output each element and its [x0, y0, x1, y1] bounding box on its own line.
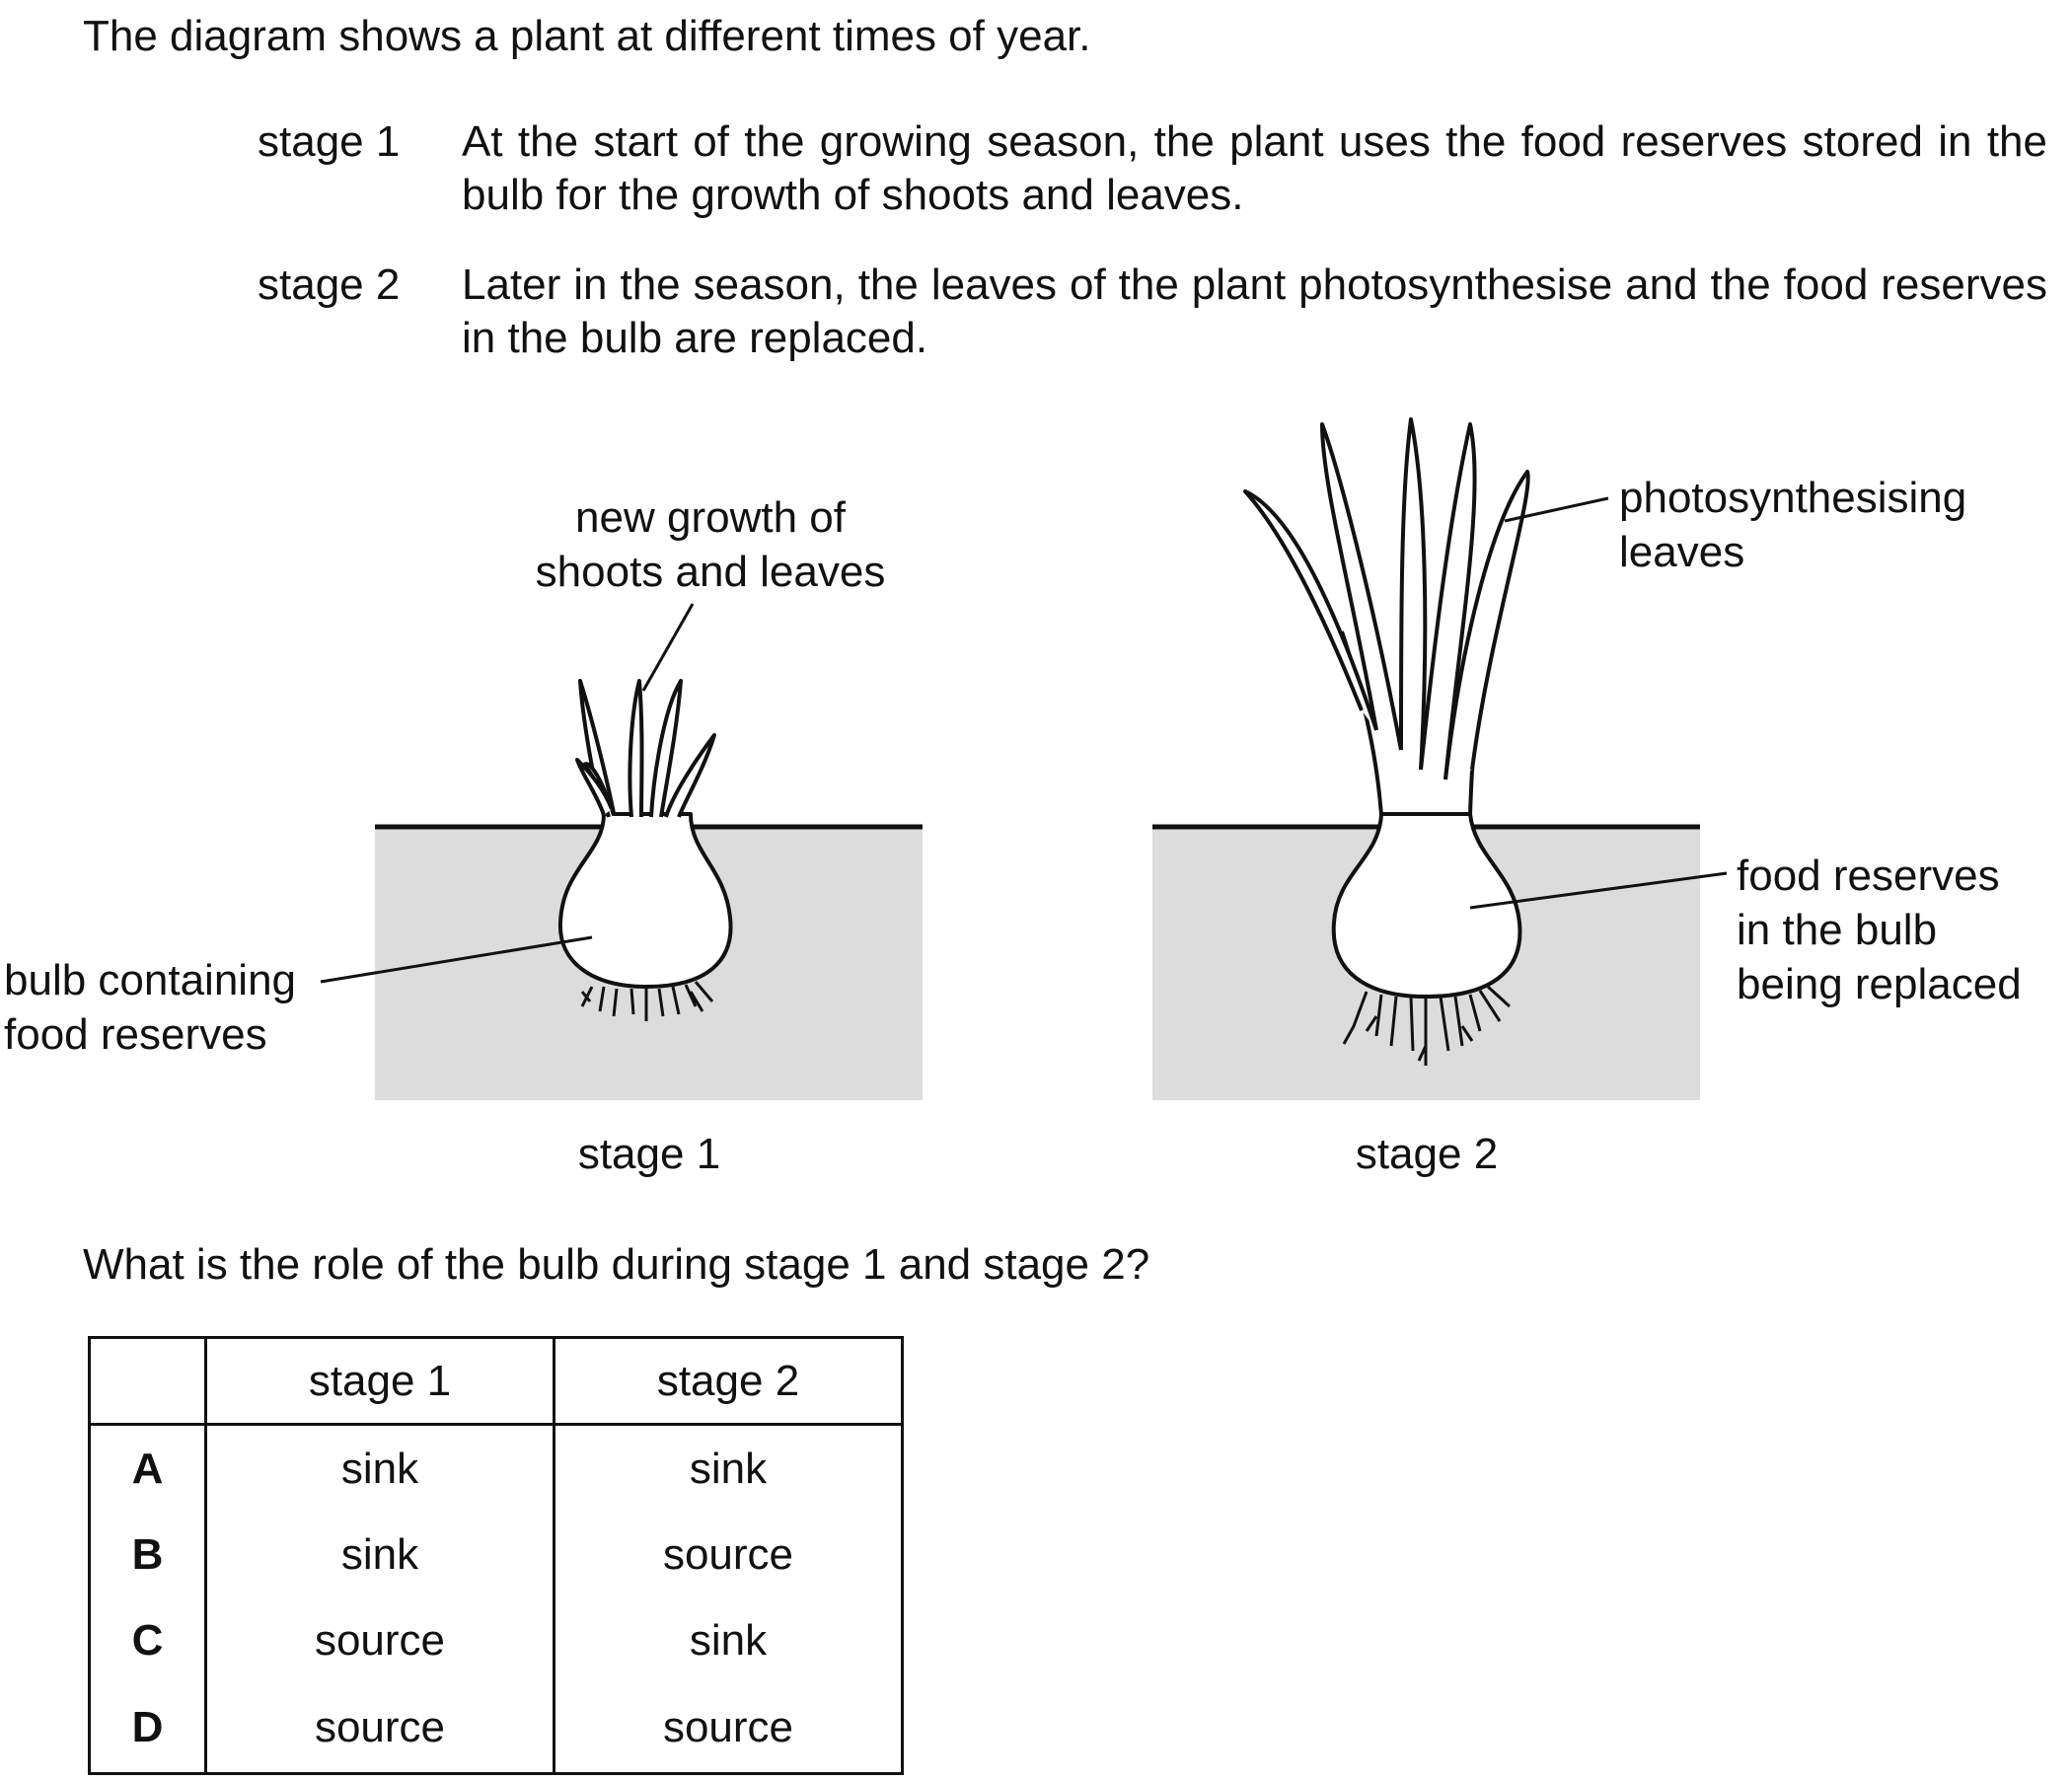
option-key: C	[88, 1597, 207, 1683]
photosynthesising-label: photosynthesising leaves	[1619, 471, 1966, 579]
table-header-stage-1: stage 1	[204, 1336, 555, 1426]
question-text: What is the role of the bulb during stag…	[83, 1240, 1150, 1289]
stage-1-cell: sink	[204, 1424, 555, 1512]
stage-2-cell: source	[553, 1683, 904, 1775]
stage-2-cell: source	[553, 1512, 904, 1597]
food-replaced-label-line-2: in the bulb	[1737, 906, 1938, 954]
new-growth-label: new growth of shoots and leaves	[513, 490, 908, 599]
bulb-containing-label-line-1: bulb containing	[4, 956, 297, 1004]
food-replaced-label-line-1: food reserves	[1737, 852, 2000, 900]
stage-1-caption: stage 1	[577, 1130, 721, 1178]
stage-1-description: At the start of the growing season, the …	[462, 117, 2047, 219]
new-growth-label-line-1: new growth of	[575, 493, 846, 542]
answer-table: stage 1 stage 2 A sink sink B sink sourc…	[88, 1336, 904, 1775]
stage-1-cell: sink	[204, 1512, 555, 1597]
photosynthesising-label-line-2: leaves	[1619, 528, 1745, 576]
stage-2-caption: stage 2	[1355, 1130, 1499, 1178]
stage-1-bulb-pointer	[320, 935, 593, 984]
stage-1-cell: source	[204, 1683, 555, 1775]
stage-1-cell: source	[204, 1597, 555, 1683]
stage-2-bulb	[1331, 812, 1522, 999]
table-row: A sink sink	[88, 1424, 904, 1512]
table-row: B sink source	[88, 1512, 904, 1597]
table-row: D source source	[88, 1683, 904, 1775]
option-key: D	[88, 1683, 207, 1775]
stage-2-plant	[1243, 417, 1530, 1066]
stage-1-shoot-pointer	[641, 603, 695, 692]
stage-2-label: stage 2	[258, 260, 401, 309]
stage-2-bulb-pointer	[1469, 871, 1728, 910]
food-replaced-label-line-3: being replaced	[1737, 960, 2022, 1008]
food-replaced-label: food reserves in the bulb being replaced	[1737, 849, 2022, 1011]
bulb-containing-label: bulb containing food reserves	[4, 953, 296, 1062]
option-key: A	[88, 1424, 207, 1512]
stage-2-cell: sink	[553, 1597, 904, 1683]
table-row: C source sink	[88, 1597, 904, 1683]
stage-1-bulb	[557, 812, 733, 989]
photosynthesising-label-line-1: photosynthesising	[1619, 474, 1967, 522]
intro-text: The diagram shows a plant at different t…	[83, 12, 1091, 60]
stage-2-description: Later in the season, the leaves of the p…	[462, 260, 2047, 362]
option-key: B	[88, 1512, 207, 1597]
stage-2-leaf-pointer	[1504, 496, 1609, 523]
stage-2-cell: sink	[553, 1424, 904, 1512]
stage-1-label: stage 1	[258, 117, 401, 166]
bulb-containing-label-line-2: food reserves	[4, 1010, 267, 1059]
stage-1-plant	[557, 679, 733, 1021]
table-header-stage-2: stage 2	[553, 1336, 904, 1426]
table-header-row: stage 1 stage 2	[88, 1336, 904, 1426]
new-growth-label-line-2: shoots and leaves	[535, 548, 886, 596]
table-header-empty	[88, 1336, 207, 1426]
